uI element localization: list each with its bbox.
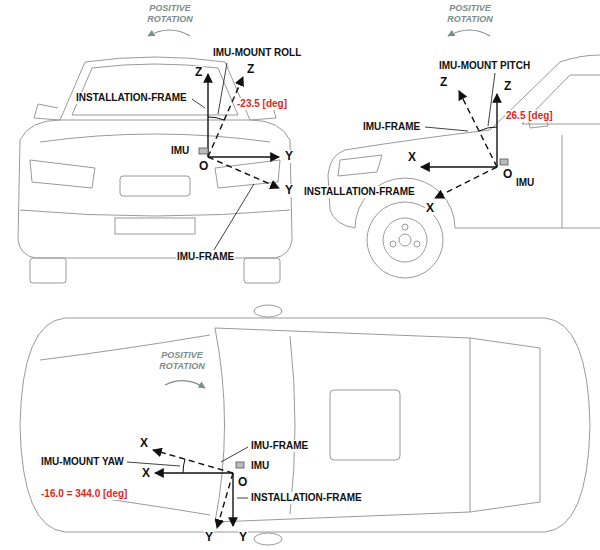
wheel-hole (414, 241, 420, 247)
axis-label: X (141, 467, 151, 480)
frame-label: IMU-MOUNT PITCH (438, 60, 531, 72)
wheel-hole (402, 224, 408, 230)
leader-line (488, 73, 495, 126)
installation-axis (421, 166, 497, 167)
frame-label: IMU-MOUNT YAW (40, 456, 125, 468)
imu-axis (217, 473, 233, 528)
leader-line (218, 63, 227, 114)
car-body (328, 55, 600, 228)
grille (120, 176, 190, 196)
installation-axis (155, 472, 233, 473)
installation-axis (496, 94, 497, 167)
mirror (254, 533, 282, 545)
car-top-view (20, 305, 590, 545)
roof-edge (215, 328, 470, 522)
axis-label: Z (246, 63, 255, 76)
car-front-view (18, 57, 292, 283)
axis-label: O (237, 476, 248, 489)
angle-arc (183, 459, 185, 473)
frame-label: IMU (250, 460, 270, 472)
axis-label: Z (439, 76, 448, 89)
imu-symbol (236, 462, 244, 468)
axis-label: X (425, 202, 435, 215)
axis-label: Y (204, 531, 214, 544)
leader-line (425, 127, 468, 131)
wheel-hole (390, 241, 396, 247)
mirror (34, 104, 60, 120)
yaw-axes (127, 447, 248, 528)
axis-label: O (502, 168, 513, 181)
rotation-note: POSITIVE ROTATION (148, 350, 216, 372)
wheel (30, 258, 66, 283)
wheel-rim (383, 218, 427, 262)
imu-axis (208, 77, 243, 157)
installation-axis (208, 156, 279, 157)
rotation-note: POSITIVE ROTATION (136, 3, 204, 25)
car-body (20, 318, 590, 532)
rear-window (470, 338, 540, 512)
angle-value: -23.5 [deg] (236, 98, 288, 110)
installation-axis (232, 473, 233, 526)
axis-label: X (407, 151, 417, 164)
headlight (338, 155, 382, 176)
windshield-base (215, 328, 225, 522)
frame-label: IMU-FRAME (176, 251, 235, 263)
hood-line (40, 134, 270, 142)
rotation-arrow (448, 30, 490, 36)
axis-label: Y (238, 531, 248, 544)
car-side-view (328, 55, 600, 278)
pitch-axes (421, 73, 497, 198)
wheel (244, 258, 280, 283)
frame-label: IMU (515, 177, 535, 189)
frame-label: INSTALLATION-FRAME (250, 492, 363, 504)
door-line (562, 135, 563, 228)
axis-label: O (198, 160, 209, 173)
sunroof (330, 390, 400, 460)
rotation-arrow (165, 381, 205, 388)
imu-axis (435, 167, 497, 198)
wheel (367, 202, 443, 278)
leader-line (127, 462, 180, 466)
mirror (254, 305, 282, 317)
roll-axes (192, 63, 279, 250)
rotation-arrows (148, 30, 490, 388)
frame-label: INSTALLATION-FRAME (303, 186, 416, 198)
axis-label: Z (503, 80, 512, 93)
axis-label: Z (194, 66, 203, 79)
imu-axis (153, 450, 233, 473)
axis-label: X (139, 437, 149, 450)
imu-symbol (199, 148, 208, 154)
rotation-note: POSITIVE ROTATION (436, 3, 504, 25)
car-body (18, 120, 292, 258)
imu-axis (208, 157, 279, 188)
frame-label: INSTALLATION-FRAME (75, 92, 188, 104)
windshield (72, 64, 238, 115)
frame-label: IMU-MOUNT ROLL (212, 47, 302, 59)
roof-front (290, 336, 295, 514)
imu-symbol (500, 159, 508, 165)
headlight (30, 160, 95, 188)
leader-line (237, 498, 248, 499)
leader-line (214, 184, 254, 250)
angle-arc (208, 117, 224, 120)
angle-value: 26.5 [deg] (505, 110, 554, 122)
car-roof (60, 57, 250, 120)
installation-axis (207, 74, 208, 157)
axis-label: Y (284, 184, 294, 197)
axis-label: Y (284, 150, 294, 163)
rotation-arrow (148, 30, 190, 36)
leader-line (192, 99, 205, 108)
frame-label: IMU-FRAME (250, 440, 309, 452)
frame-label: IMU (170, 145, 190, 157)
bumper-line (20, 210, 290, 216)
wheel-hub (399, 234, 411, 246)
license-plate (115, 218, 195, 234)
leader-line (221, 447, 248, 462)
frame-label: IMU-FRAME (362, 121, 421, 133)
angle-value: -16.0 = 344.0 [deg] (40, 488, 128, 500)
angle-arc (479, 127, 497, 131)
